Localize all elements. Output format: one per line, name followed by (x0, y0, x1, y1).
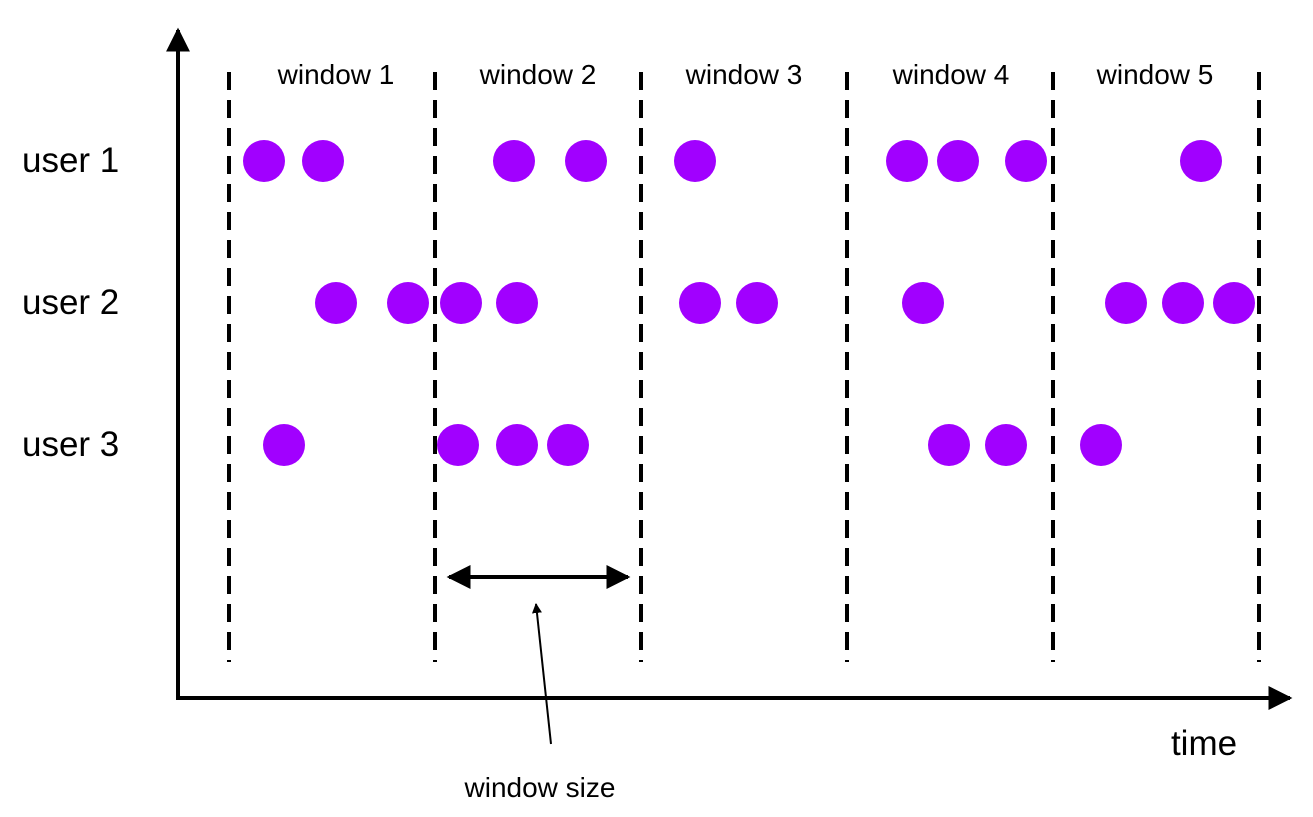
window-label: window 3 (685, 59, 803, 90)
event-dot (1213, 282, 1255, 324)
event-dot (1080, 424, 1122, 466)
window-label: window 4 (892, 59, 1010, 90)
window-labels: window 1 window 2 window 3 window 4 wind… (277, 59, 1214, 90)
event-dot (243, 140, 285, 182)
event-dot (496, 424, 538, 466)
event-dot (1180, 140, 1222, 182)
user-labels: user 1 user 2 user 3 (22, 141, 119, 464)
event-dot (302, 140, 344, 182)
event-dot (263, 424, 305, 466)
event-dot (387, 282, 429, 324)
event-dot (493, 140, 535, 182)
event-dot (496, 282, 538, 324)
event-dot (985, 424, 1027, 466)
event-dot (565, 140, 607, 182)
event-dot (679, 282, 721, 324)
events (243, 140, 1255, 466)
user-label: user 1 (22, 141, 119, 180)
event-dot (1005, 140, 1047, 182)
annotation-pointer (531, 603, 552, 745)
window-size-label: window size (464, 772, 616, 803)
event-dot (886, 140, 928, 182)
event-dot (1162, 282, 1204, 324)
x-axis-label: time (1171, 724, 1237, 763)
event-dot (547, 424, 589, 466)
window-label: window 1 (277, 59, 395, 90)
window-label: window 5 (1096, 59, 1214, 90)
event-dot (674, 140, 716, 182)
event-dot (1105, 282, 1147, 324)
window-boundaries (227, 72, 1261, 662)
user-label: user 2 (22, 283, 119, 322)
event-dot (315, 282, 357, 324)
event-dot (437, 424, 479, 466)
event-dot (440, 282, 482, 324)
user-label: user 3 (22, 425, 119, 464)
event-dot (736, 282, 778, 324)
event-dot (928, 424, 970, 466)
window-label: window 2 (479, 59, 597, 90)
event-dot (937, 140, 979, 182)
event-dot (902, 282, 944, 324)
